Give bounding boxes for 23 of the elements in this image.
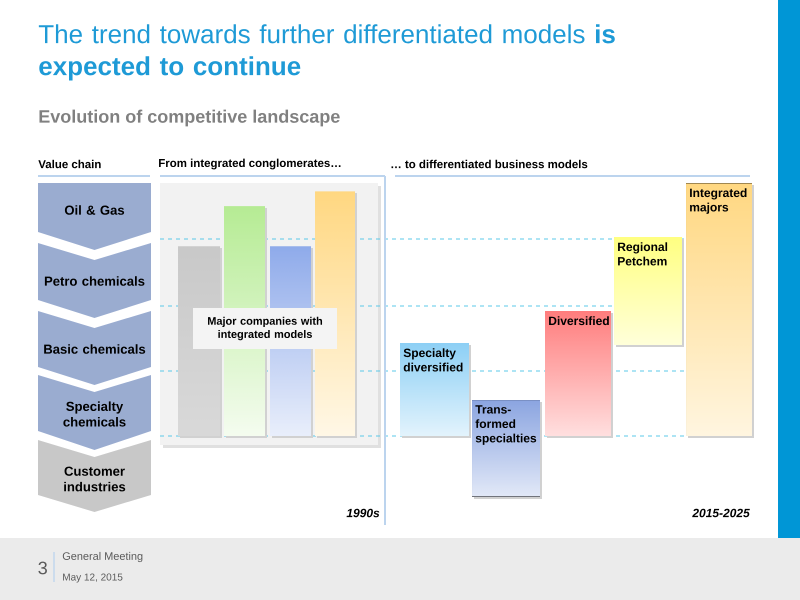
column-heading: From integrated conglomerates… bbox=[159, 158, 340, 170]
value-chain-step: Basic chemicals bbox=[38, 311, 151, 385]
column-heading: … to differentiated business models bbox=[392, 160, 588, 168]
value-chain-step: Customer industries bbox=[38, 440, 151, 512]
page-number: 3 bbox=[38, 562, 47, 574]
value-chain-step: Petro chemicals bbox=[38, 243, 151, 318]
value-chain-step: Oil & Gas bbox=[38, 183, 151, 250]
bar: Specialty diversified bbox=[400, 343, 471, 438]
node-label: Basic chemicals bbox=[44, 344, 146, 354]
footer-text: General Meeting bbox=[62, 552, 142, 562]
text-box: Major companies with integrated models bbox=[193, 308, 337, 349]
bar: Diversified bbox=[545, 311, 613, 438]
bar: Integrated majors bbox=[686, 183, 754, 438]
bar: Regional Petchem bbox=[614, 237, 684, 347]
footer-text: May 12, 2015 bbox=[63, 573, 122, 583]
node-label: Specialty chemicals bbox=[63, 401, 126, 427]
column-heading: Value chain bbox=[38, 160, 101, 168]
value-chain-step: Specialty chemicals bbox=[38, 375, 151, 450]
period-label: 2015-2025 bbox=[692, 508, 750, 518]
bar: Trans- formed specialties bbox=[472, 400, 542, 499]
subtitle: Evolution of competitive landscape bbox=[39, 110, 340, 126]
period-label: 1990s bbox=[346, 508, 380, 518]
title: The trend towards further differentiated models is expected to continue bbox=[38, 24, 615, 80]
